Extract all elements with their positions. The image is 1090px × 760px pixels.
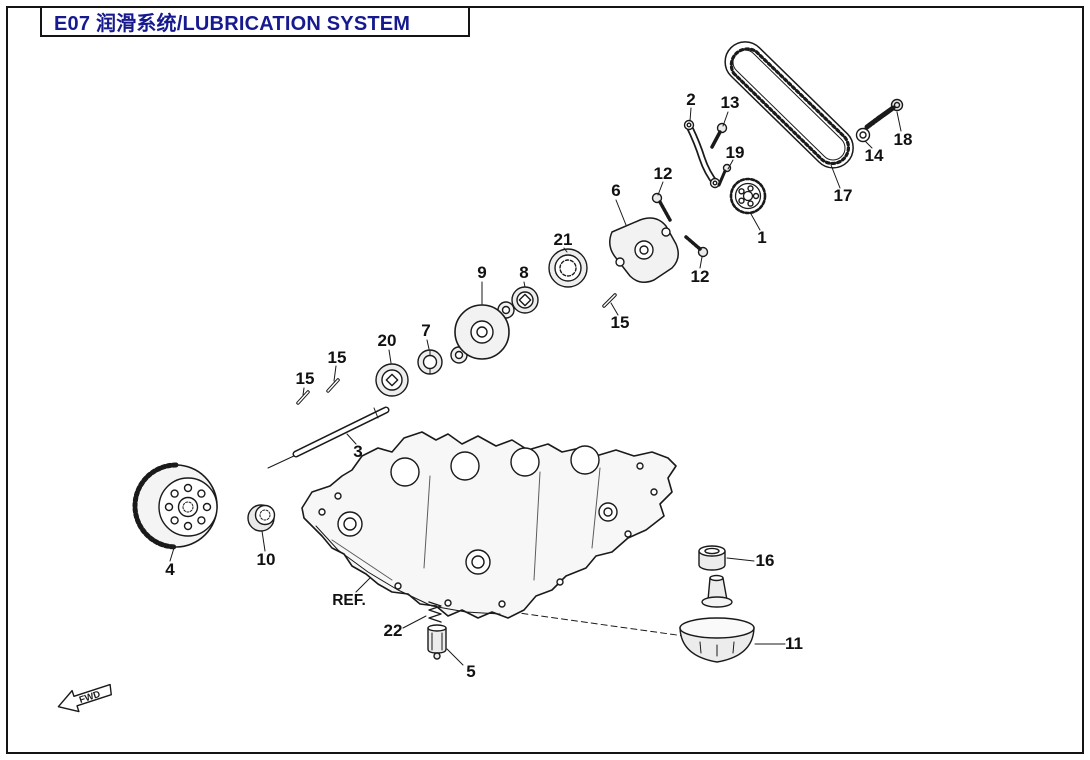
construction-lines	[267, 454, 685, 637]
part-17-chain	[724, 41, 854, 169]
part-8-inner-rotor	[511, 286, 539, 314]
part-15-pin	[602, 293, 617, 308]
part-6-oil-pump	[609, 217, 679, 283]
part-11-oil-strainer	[679, 574, 755, 663]
part-15-pin	[296, 390, 310, 405]
part-1-sprocket	[729, 177, 767, 215]
part-14-washer	[855, 127, 871, 143]
part-22-spring	[428, 601, 442, 623]
part-ref-crankcase	[301, 431, 677, 619]
part-16-strainer-cap	[698, 545, 726, 571]
leader-lines	[169, 107, 902, 666]
part-2-chain-guide	[683, 119, 721, 189]
fwd-label: FWD	[78, 689, 102, 706]
part-12-bolt	[651, 192, 672, 222]
part-18-bolt	[864, 98, 904, 130]
part-3-pump-shaft	[292, 406, 390, 458]
diagram-title-box: E07 润滑系统/LUBRICATION SYSTEM	[40, 6, 470, 37]
fwd-arrow: FWD	[57, 683, 112, 713]
part-4-oil-filter	[132, 462, 218, 550]
diagram-title: E07 润滑系统/LUBRICATION SYSTEM	[54, 13, 411, 35]
part-19-pin	[717, 163, 732, 187]
part-12-bolt	[684, 235, 709, 258]
part-9-pump-housing	[450, 301, 515, 364]
part-20-rotor	[375, 363, 409, 397]
page-border	[6, 6, 1084, 754]
part-10-filter-fitting	[247, 504, 276, 532]
part-21-outer-rotor	[548, 248, 588, 288]
part-7-rotor	[417, 349, 443, 375]
part-15-pin	[326, 378, 340, 393]
part-5-relief-valve	[427, 624, 447, 660]
part-13-bolt	[710, 122, 728, 149]
